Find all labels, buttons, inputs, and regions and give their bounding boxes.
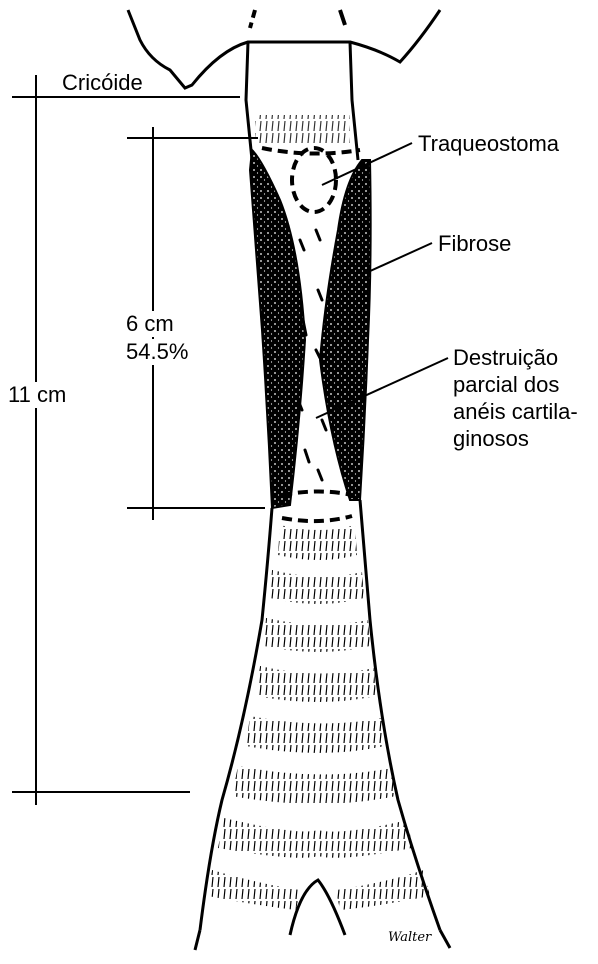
label-traqueostoma: Traqueostoma xyxy=(418,131,559,157)
label-total-length: 11 cm xyxy=(8,382,66,408)
label-stenosis-length: 6 cm xyxy=(126,311,174,337)
trachea-right-wall-upper xyxy=(350,42,358,160)
fibrose-leader xyxy=(368,243,432,272)
label-destruicao-1: Destruição xyxy=(453,345,558,371)
fibrosis-right xyxy=(320,160,371,500)
cartilage-rings xyxy=(208,525,430,910)
label-fibrose: Fibrose xyxy=(438,231,511,257)
artist-signature: Walter xyxy=(388,930,431,945)
larynx-outline xyxy=(128,10,440,88)
trachea-right-wall-lower xyxy=(360,500,440,930)
carina xyxy=(290,880,345,935)
label-destruicao-2: parcial dos xyxy=(453,372,559,398)
label-destruicao-3: anéis cartila- xyxy=(453,399,578,425)
label-destruicao-4: ginosos xyxy=(453,426,529,452)
label-cricoide: Cricóide xyxy=(62,70,143,96)
label-stenosis-percent: 54.5% xyxy=(126,339,188,365)
trachea-left-wall-upper xyxy=(246,42,252,160)
fibrosis-left xyxy=(250,150,305,508)
total-length-measure xyxy=(12,75,240,805)
tracheostoma-oval xyxy=(292,148,336,212)
